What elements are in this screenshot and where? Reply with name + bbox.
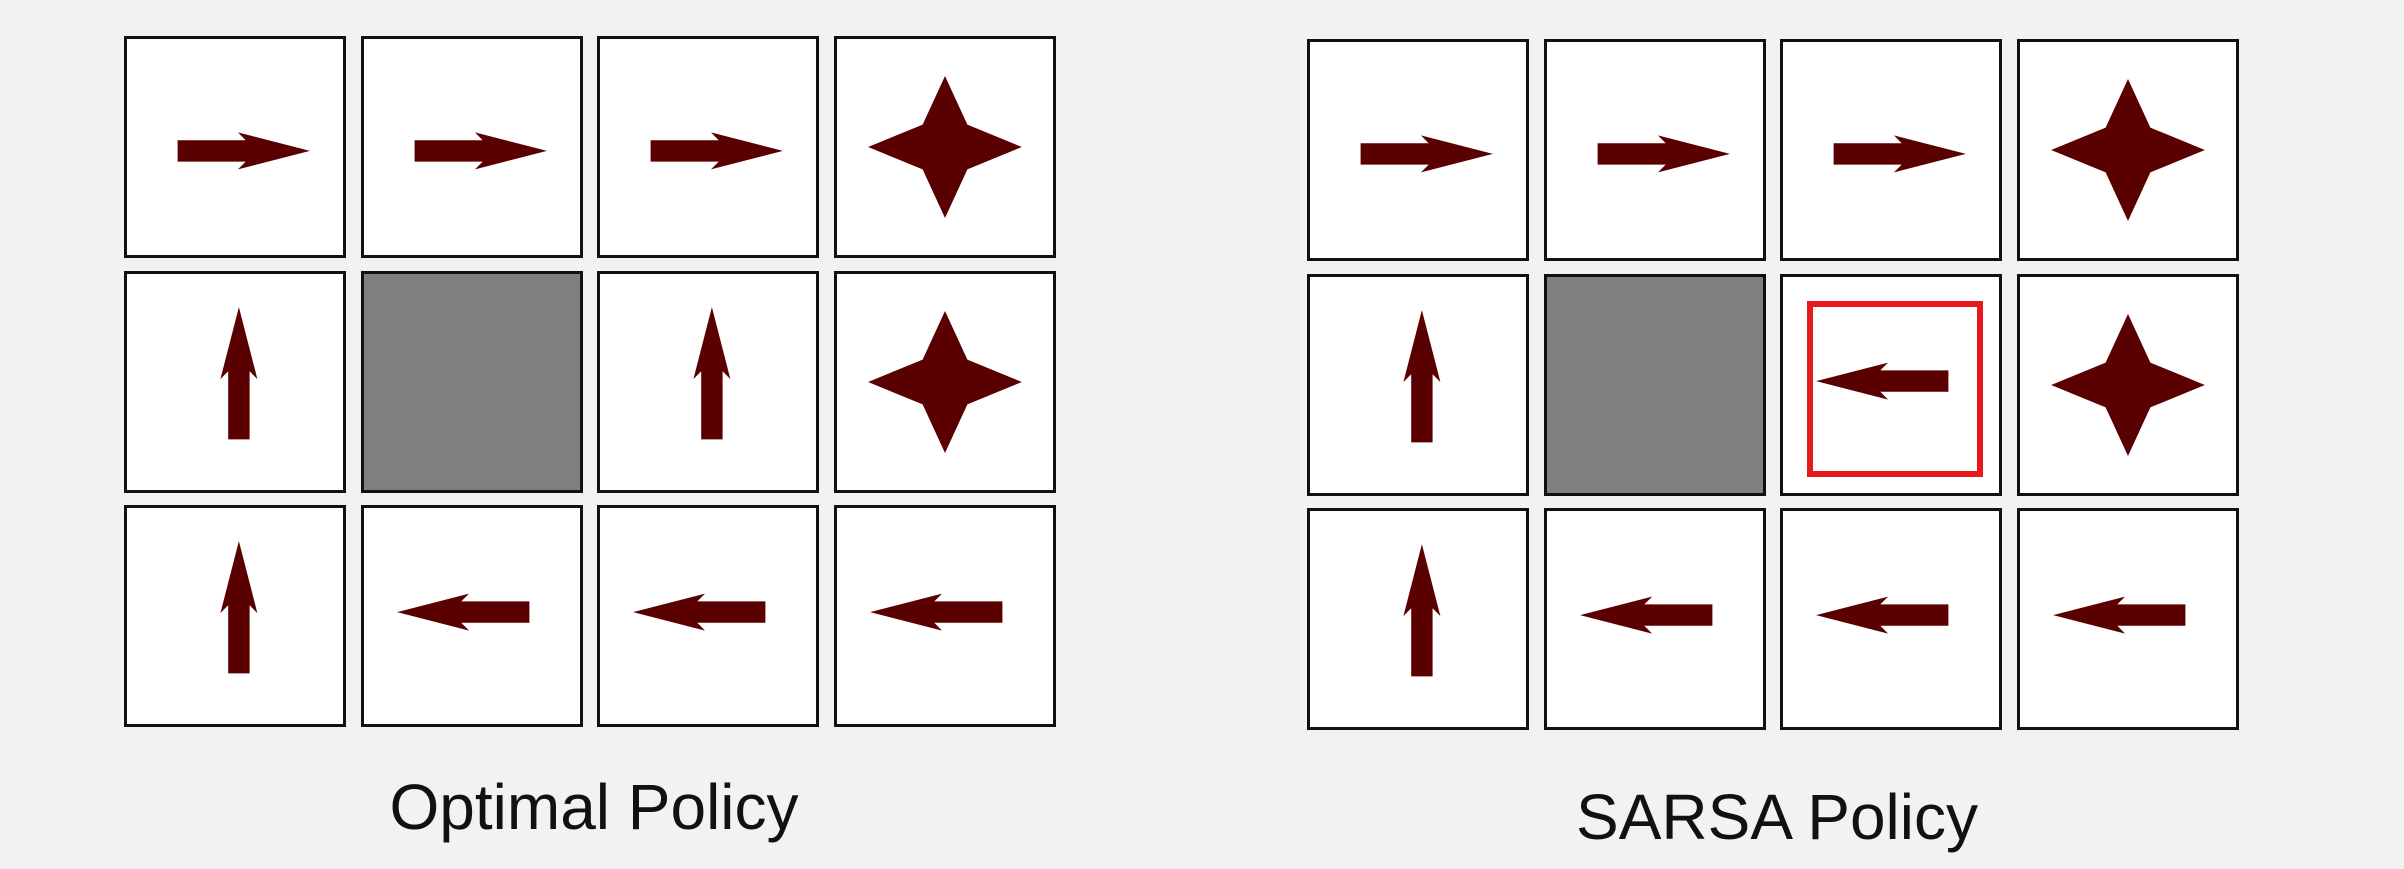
terminal-cell — [833, 36, 1056, 258]
policy-cell — [597, 505, 819, 727]
terminal-cell — [833, 270, 1056, 493]
policy-cell — [597, 270, 819, 493]
policy-cell — [597, 36, 819, 258]
sarsa-policy-grid — [1307, 0, 2247, 730]
policy-cell — [1780, 273, 2002, 496]
optimal-policy-grid — [124, 0, 1064, 727]
optimal-policy-caption: Optimal Policy — [389, 771, 799, 843]
policy-cell — [1307, 39, 1529, 261]
policy-cell — [1780, 508, 2002, 730]
policy-cell — [360, 36, 583, 258]
policy-cell — [1543, 508, 1766, 730]
difference-highlight — [1807, 300, 1983, 477]
policy-cell — [124, 505, 346, 727]
policy-cell — [124, 36, 346, 258]
wall-cell — [360, 270, 583, 493]
policy-cell — [1307, 273, 1529, 496]
policy-cell — [1543, 39, 1766, 261]
wall-cell — [1543, 273, 1766, 496]
policy-cell — [2016, 508, 2239, 730]
policy-cell — [1780, 39, 2002, 261]
terminal-cell — [2016, 273, 2239, 496]
sarsa-policy-panel: SARSA Policy — [1307, 0, 2247, 869]
policy-cell — [124, 270, 346, 493]
policy-cell — [833, 505, 1056, 727]
sarsa-policy-caption: SARSA Policy — [1576, 781, 1978, 853]
policy-cell — [1307, 508, 1529, 730]
terminal-cell — [2016, 39, 2239, 261]
optimal-policy-panel: Optimal Policy — [124, 0, 1064, 869]
policy-cell — [360, 505, 583, 727]
